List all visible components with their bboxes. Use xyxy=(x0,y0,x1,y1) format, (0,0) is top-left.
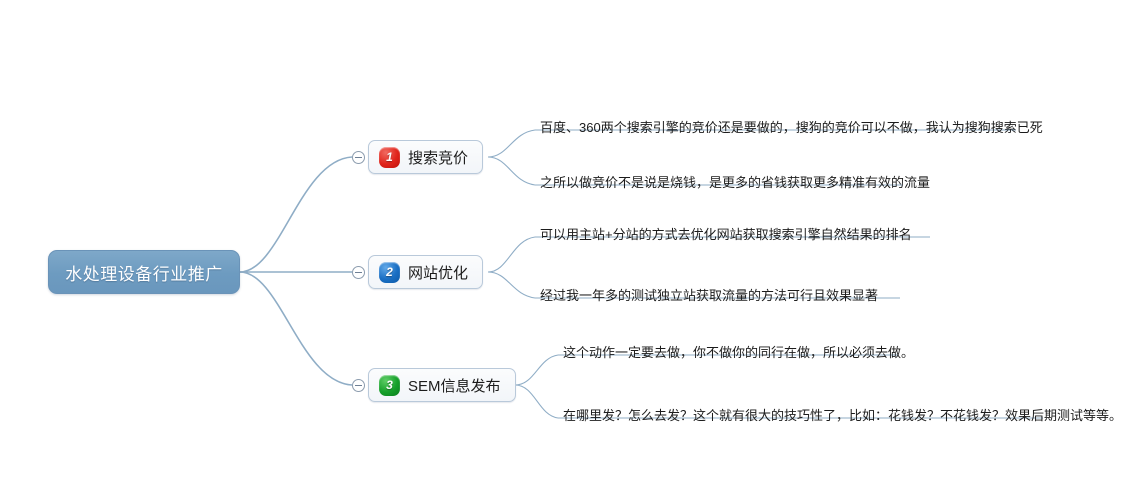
leaf-node-2-1[interactable]: 可以用主站+分站的方式去优化网站获取搜索引擎自然结果的排名 xyxy=(540,227,912,242)
leaf-node-1-2[interactable]: 之所以做竞价不是说是烧钱，是更多的省钱获取更多精准有效的流量 xyxy=(540,175,931,190)
leaf-node-3-2[interactable]: 在哪里发？怎么去发？这个就有很大的技巧性了，比如：花钱发？不花钱发？效果后期测试… xyxy=(563,408,1123,423)
branch-label-2: 网站优化 xyxy=(408,264,469,282)
leaf-node-2-2[interactable]: 经过我一年多的测试独立站获取流量的方法可行且效果显著 xyxy=(540,288,879,303)
root-node-label: 水处理设备行业推广 xyxy=(65,264,223,284)
branch-label-1: 搜索竞价 xyxy=(408,149,469,167)
branch-badge-2: 2 xyxy=(379,261,400,283)
branch-node-3[interactable]: 3 SEM信息发布 xyxy=(368,368,516,402)
branch-node-2[interactable]: 2 网站优化 xyxy=(368,255,484,289)
leaf-node-3-1[interactable]: 这个动作一定要去做，你不做你的同行在做，所以必须去做。 xyxy=(563,345,915,360)
branch-badge-1: 1 xyxy=(379,146,400,168)
branch-badge-3: 3 xyxy=(379,374,400,396)
leaf-node-1-1[interactable]: 百度、360两个搜索引擎的竞价还是要做的，搜狗的竞价可以不做，我认为搜狗搜索已死 xyxy=(540,120,1043,135)
branch-node-1[interactable]: 1 搜索竞价 xyxy=(368,140,484,174)
collapse-toggle-branch-3[interactable] xyxy=(352,379,365,392)
collapse-toggle-branch-1[interactable] xyxy=(352,151,365,164)
branch-label-3: SEM信息发布 xyxy=(408,377,501,395)
root-node[interactable]: 水处理设备行业推广 xyxy=(48,250,240,294)
collapse-toggle-branch-2[interactable] xyxy=(352,266,365,279)
